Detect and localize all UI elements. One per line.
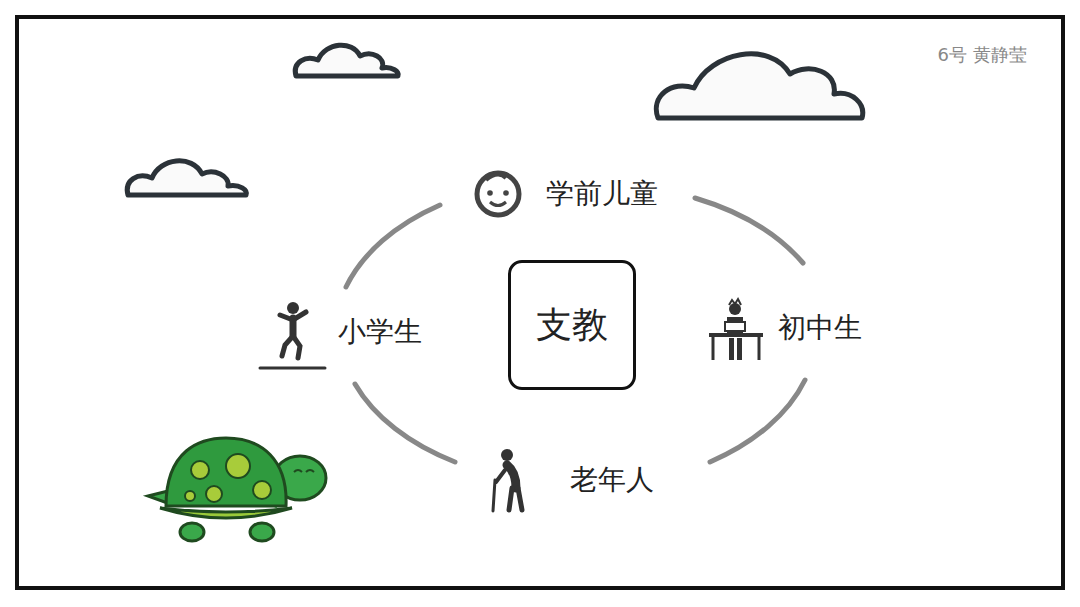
child-icon [260, 302, 325, 368]
group-label: 小学生 [338, 313, 422, 351]
group-label: 初中生 [778, 309, 862, 347]
student-icon [709, 299, 763, 360]
group-label: 老年人 [570, 461, 654, 499]
center-box: 支教 [508, 260, 636, 390]
author-watermark: 6号 黄静莹 [937, 43, 1026, 67]
turtle [148, 438, 326, 541]
node-text: 支教 [536, 301, 608, 350]
baby-icon [477, 173, 519, 215]
elderly-icon [493, 449, 522, 511]
group-label: 学前儿童 [546, 175, 658, 213]
frame [17, 17, 1063, 588]
